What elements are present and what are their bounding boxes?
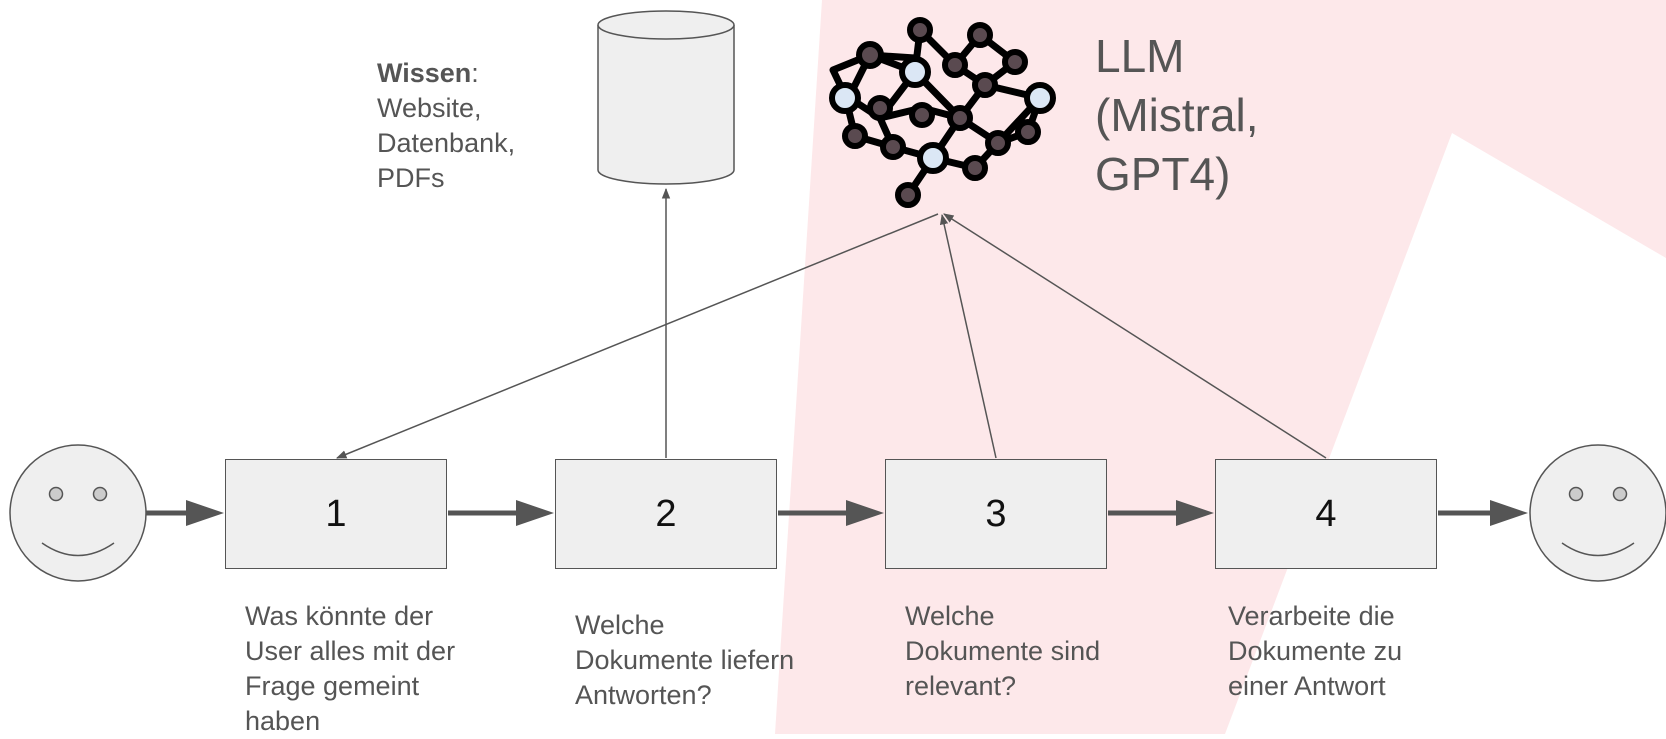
- llm-connectors: [336, 187, 1327, 459]
- caption-line: relevant?: [905, 671, 1017, 701]
- flow-arrows: [146, 500, 1528, 526]
- step-caption-2: Welche Dokumente liefern Antworten?: [575, 608, 794, 713]
- caption-line: Dokumente zu: [1228, 636, 1403, 666]
- database-cylinder-icon: [597, 10, 735, 185]
- caption-line: Antworten?: [575, 680, 712, 710]
- step-caption-1: Was könnte der User alles mit der Frage …: [245, 599, 455, 739]
- llm-label-line: (Mistral,: [1095, 89, 1259, 141]
- neural-network-node-icons: [829, 17, 1056, 208]
- knowledge-title: Wissen: [377, 58, 472, 88]
- llm-label-line: GPT4): [1095, 148, 1231, 200]
- knowledge-source-website: Website,: [377, 93, 482, 123]
- llm-label-line: LLM: [1095, 30, 1185, 82]
- step-box-3: 3: [885, 459, 1107, 569]
- step-box-4: 4: [1215, 459, 1437, 569]
- caption-line: Welche: [575, 610, 665, 640]
- caption-line: Dokumente liefern: [575, 645, 795, 675]
- step-box-2: 2: [555, 459, 777, 569]
- caption-line: Frage gemeint: [245, 671, 420, 701]
- caption-line: haben: [245, 706, 321, 736]
- step-caption-3: Welche Dokumente sind relevant?: [905, 599, 1100, 704]
- caption-line: Dokumente sind: [905, 636, 1101, 666]
- step-box-1: 1: [225, 459, 447, 569]
- caption-line: Was könnte der: [245, 601, 434, 631]
- knowledge-source-database: Datenbank,: [377, 128, 516, 158]
- knowledge-source-pdfs: PDFs: [377, 163, 445, 193]
- smiley-face-icon: [9, 444, 147, 582]
- caption-line: Verarbeite die: [1228, 601, 1395, 631]
- smiley-face-icon: [1529, 444, 1666, 582]
- knowledge-title-separator: :: [471, 58, 479, 88]
- neural-network-brain-icon: [829, 26, 1044, 199]
- knowledge-label: Wissen: Website, Datenbank, PDFs: [377, 56, 515, 196]
- caption-line: einer Antwort: [1228, 671, 1386, 701]
- step-caption-4: Verarbeite die Dokumente zu einer Antwor…: [1228, 599, 1402, 704]
- llm-label: LLM (Mistral, GPT4): [1095, 27, 1259, 204]
- caption-line: User alles mit der: [245, 636, 456, 666]
- caption-line: Welche: [905, 601, 995, 631]
